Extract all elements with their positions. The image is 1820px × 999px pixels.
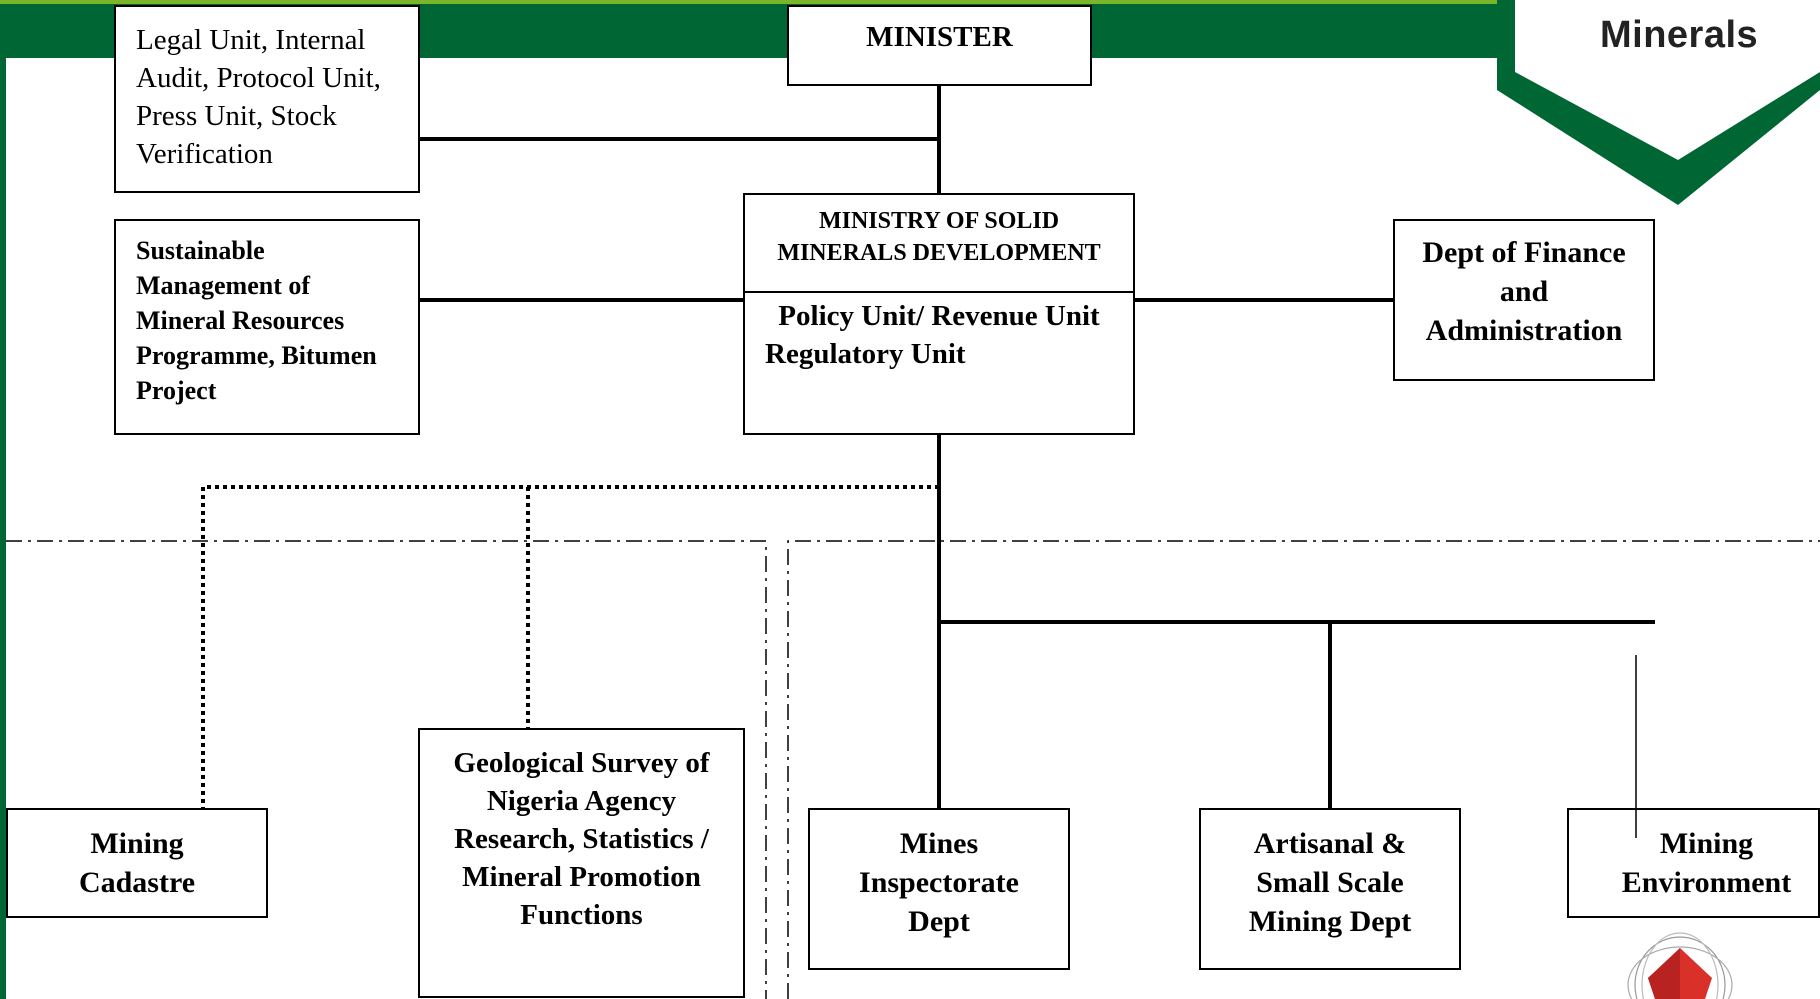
geological-survey-label: Geological Survey of Nigeria Agency Rese… (453, 747, 710, 931)
ministry-box: MINISTRY OF SOLID MINERALS DEVELOPMENT P… (743, 193, 1135, 435)
mining-cadastre-box: Mining Cadastre (6, 808, 268, 918)
regulatory-unit-label: Regulatory Unit (765, 338, 966, 370)
finance-label: Dept of Finance and Administration (1422, 236, 1626, 347)
dotted-agency-line (201, 485, 939, 808)
mines-inspectorate-box: Mines Inspectorate Dept (808, 808, 1070, 970)
header-accent-line (0, 0, 1500, 4)
gem-emblem-icon (1627, 932, 1733, 999)
mining-environment-label: Mining Environment (1621, 827, 1792, 899)
logo-text: Minerals (1600, 14, 1759, 56)
minister-box: MINISTER (787, 5, 1092, 86)
logo-chevron-inner (1515, 0, 1820, 160)
support-units-box: Legal Unit, Internal Audit, Protocol Uni… (114, 5, 420, 193)
artisanal-box: Artisanal & Small Scale Mining Dept (1199, 808, 1461, 970)
mining-cadastre-label: Mining Cadastre (78, 827, 196, 899)
ministry-title: MINISTRY OF SOLID MINERALS DEVELOPMENT (745, 195, 1133, 293)
minister-label: MINISTER (866, 21, 1013, 53)
mines-inspectorate-label: Mines Inspectorate Dept (859, 827, 1019, 938)
programmes-label: Sustainable Management of Mineral Resour… (136, 236, 377, 405)
left-boundary-dashdot (6, 540, 767, 999)
finance-box: Dept of Finance and Administration (1393, 219, 1655, 381)
artisanal-label: Artisanal & Small Scale Mining Dept (1248, 827, 1412, 938)
policy-unit-label: Policy Unit/ Revenue Unit (778, 300, 1100, 332)
support-units-label: Legal Unit, Internal Audit, Protocol Uni… (136, 24, 381, 170)
right-boundary-dashdot (787, 540, 1820, 999)
geological-survey-box: Geological Survey of Nigeria Agency Rese… (418, 728, 745, 998)
left-frame-border (0, 58, 6, 999)
mining-environment-box: Mining Environment (1567, 808, 1820, 918)
programmes-box: Sustainable Management of Mineral Resour… (114, 219, 420, 435)
